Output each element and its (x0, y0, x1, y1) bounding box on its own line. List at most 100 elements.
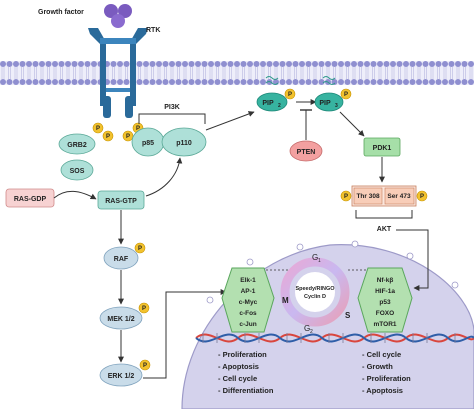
lipid-head (344, 61, 351, 67)
ras-gtp-box (97, 190, 145, 210)
lipid-head (305, 79, 312, 85)
lipid-head (286, 61, 292, 67)
rtk-phospho-group (92, 122, 144, 142)
lipid-head (455, 61, 461, 67)
akt-target-4: FOXO (376, 310, 394, 317)
erk-phospho: P (143, 363, 147, 369)
lipid-head (409, 61, 416, 67)
pip3-phospho: P (344, 92, 348, 98)
akt-target-5: mTOR1 (374, 321, 397, 328)
akt-ser-site (384, 187, 415, 205)
cell-cycle-ring (280, 257, 350, 327)
akt-label: AKT (377, 226, 392, 233)
lipid-head (377, 61, 383, 67)
sos-node (60, 159, 94, 181)
erk-node (99, 363, 143, 387)
lipid-head (221, 61, 227, 67)
lipid-head (312, 79, 318, 85)
lipid-head (240, 61, 247, 67)
lipid-head (195, 79, 201, 85)
lipid-head (149, 61, 156, 67)
lipid-head (403, 79, 409, 85)
lipid-head (19, 61, 26, 67)
akt-ser-phospho-icon (416, 190, 428, 202)
lipid-head (162, 61, 169, 67)
rtk-phospho-3: P (126, 134, 130, 140)
pdk1-label: PDK1 (373, 145, 392, 152)
akt-thr-label: Thr 308 (356, 193, 380, 200)
mek-node (99, 306, 143, 330)
lipid-head (442, 79, 448, 85)
arrow-pi3k-pip2 (205, 111, 255, 131)
grb2-node (58, 133, 96, 155)
lipid-head (52, 79, 58, 85)
lipid-head (247, 61, 253, 67)
lipid-head (468, 79, 474, 85)
outcome-right-3: - Proliferation (362, 374, 411, 383)
lipid-head (396, 79, 403, 85)
lipid-head (416, 79, 422, 85)
lipid-head (143, 61, 149, 67)
pi3k-bracket (138, 113, 206, 124)
growth-factor-label: Growth factor (38, 9, 84, 16)
m-phase-label: M (282, 296, 289, 305)
lipid-head (6, 61, 13, 67)
lipid-head (442, 61, 448, 67)
lipid-head (364, 61, 370, 67)
lipid-head (383, 61, 390, 67)
lipid-head (325, 61, 331, 67)
dna-strand-blue (195, 333, 474, 343)
lipid-head (305, 61, 312, 67)
lipid-head (71, 61, 78, 67)
rtk-receptor (88, 28, 148, 118)
lipid-head (0, 61, 6, 67)
lipid-head (351, 79, 357, 85)
lipid-head (52, 61, 58, 67)
arrow-rasgdp-rasgtp (53, 190, 97, 200)
cell-cycle-center-line1: Speedy/RINGO (295, 286, 335, 292)
lipid-head (234, 79, 240, 85)
erk-to-nucleus-line (143, 289, 227, 379)
lipid-head (266, 61, 273, 67)
erk-target-3: c-Myc (239, 299, 258, 306)
outcome-left-2: - Apoptosis (218, 362, 259, 371)
lipid-head (169, 61, 175, 67)
outcome-left-1: - Proliferation (218, 350, 267, 359)
pip2-node (256, 92, 288, 112)
pip2-subscript: 2 (278, 103, 281, 109)
lipid-head (448, 79, 455, 85)
lipid-head (292, 79, 299, 85)
lipid-head (65, 61, 71, 67)
cell-cycle-center-line2: Cyclin D (304, 294, 326, 300)
lipid-head (45, 61, 52, 67)
lipid-head (227, 61, 234, 67)
cell-membrane (0, 61, 474, 85)
lipid-head (208, 79, 214, 85)
lipid-head (26, 61, 32, 67)
pip2-phospho: P (288, 92, 292, 98)
lipid-head (201, 61, 208, 67)
lipid-head (370, 61, 377, 67)
arrow-pip3-pdk1 (339, 111, 365, 137)
p110-label: p110 (176, 140, 192, 147)
akt-thr-site (353, 187, 383, 205)
lipid-head (78, 79, 84, 85)
lipid-head (208, 61, 214, 67)
lipid-head (156, 79, 162, 85)
raf-label: RAF (114, 256, 129, 263)
erk-target-2: AP-1 (241, 288, 256, 295)
lipid-head (201, 79, 208, 85)
rtk-label: RTK (146, 27, 160, 34)
lipid-head (448, 61, 455, 67)
lipid-head (169, 79, 175, 85)
lipid-head (351, 61, 357, 67)
lipid-head (45, 79, 52, 85)
sos-label: SOS (70, 168, 85, 175)
pten-label: PTEN (297, 149, 316, 156)
lipid-head (13, 79, 19, 85)
lipid-head (182, 61, 188, 67)
pip3-node (314, 92, 344, 112)
ras-gtp-label: RAS-GTP (105, 198, 137, 205)
